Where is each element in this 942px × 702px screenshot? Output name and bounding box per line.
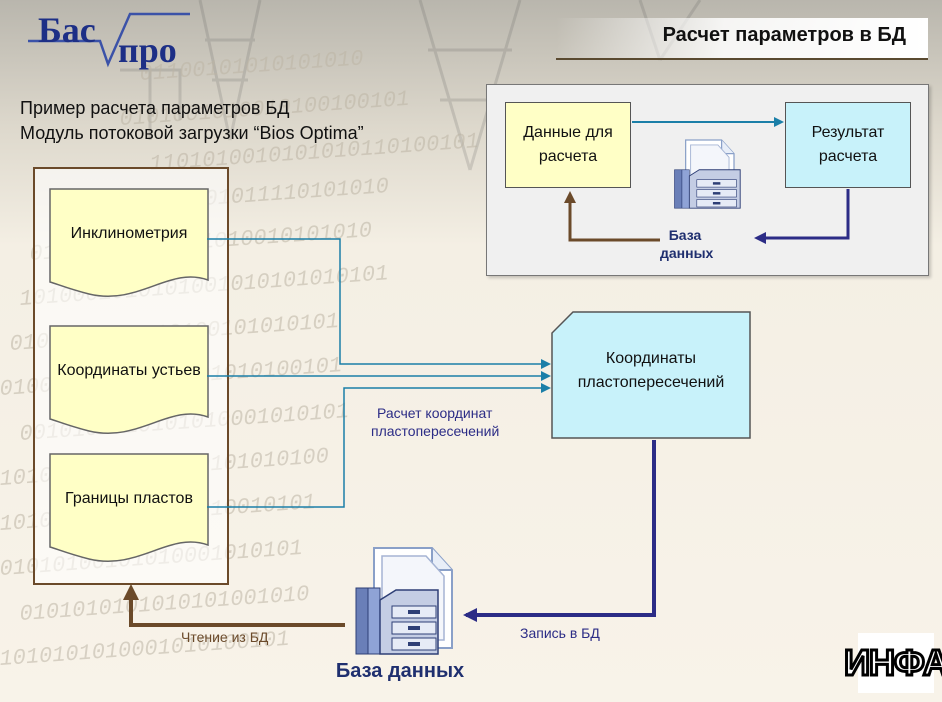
result-label: Результат расчета bbox=[811, 124, 885, 165]
subtitle-line-2: Модуль потоковой загрузки “Bios Optima” bbox=[20, 123, 364, 143]
input-data-label: Данные для расчета bbox=[523, 124, 613, 165]
coord-box-label: Координаты пластопересечений bbox=[577, 350, 725, 391]
input-data-box: Данные для расчета bbox=[505, 102, 631, 188]
doc-wellhead-coords: Координаты устьев bbox=[49, 325, 209, 439]
document-shape bbox=[49, 453, 209, 562]
doc-layer-boundaries-label: Границы пластов bbox=[65, 490, 193, 507]
inset-db-label-text: База данных bbox=[660, 227, 714, 261]
subtitle-line-1: Пример расчета параметров БД bbox=[20, 98, 290, 118]
logo-text-pro: про bbox=[118, 30, 177, 70]
calc-label-line-1: Расчет координат bbox=[377, 405, 493, 421]
logo-text-bas: Бас bbox=[38, 10, 96, 50]
card-shape bbox=[551, 311, 751, 439]
document-shape bbox=[49, 188, 209, 297]
doc-layer-boundaries: Границы пластов bbox=[49, 453, 209, 567]
database-label: База данных bbox=[335, 660, 465, 682]
baspro-logo: Бас про bbox=[22, 8, 192, 68]
write-to-db-label: Запись в БД bbox=[520, 625, 600, 641]
calc-label-line-2: пластопересечений bbox=[371, 423, 500, 439]
slide-subtitle: Пример расчета параметров БД Модуль пото… bbox=[20, 96, 364, 146]
page-title: Расчет параметров в БД bbox=[662, 24, 906, 46]
read-from-db-label: Чтение из БД bbox=[181, 629, 269, 645]
infa-brand-mark bbox=[858, 633, 934, 693]
doc-wellhead-coords-label: Координаты устьев bbox=[57, 362, 201, 379]
doc-inclinometry: Инклинометрия bbox=[49, 188, 209, 302]
document-shape bbox=[49, 325, 209, 434]
result-box: Результат расчета bbox=[785, 102, 911, 188]
doc-inclinometry-label: Инклинометрия bbox=[70, 225, 188, 242]
title-bar bbox=[556, 18, 928, 60]
infa-brand-text: ИНФА bbox=[843, 641, 942, 685]
formation-intersection-coords-box: Координаты пластопересечений bbox=[551, 311, 751, 439]
inset-db-label: База данных bbox=[660, 226, 714, 262]
